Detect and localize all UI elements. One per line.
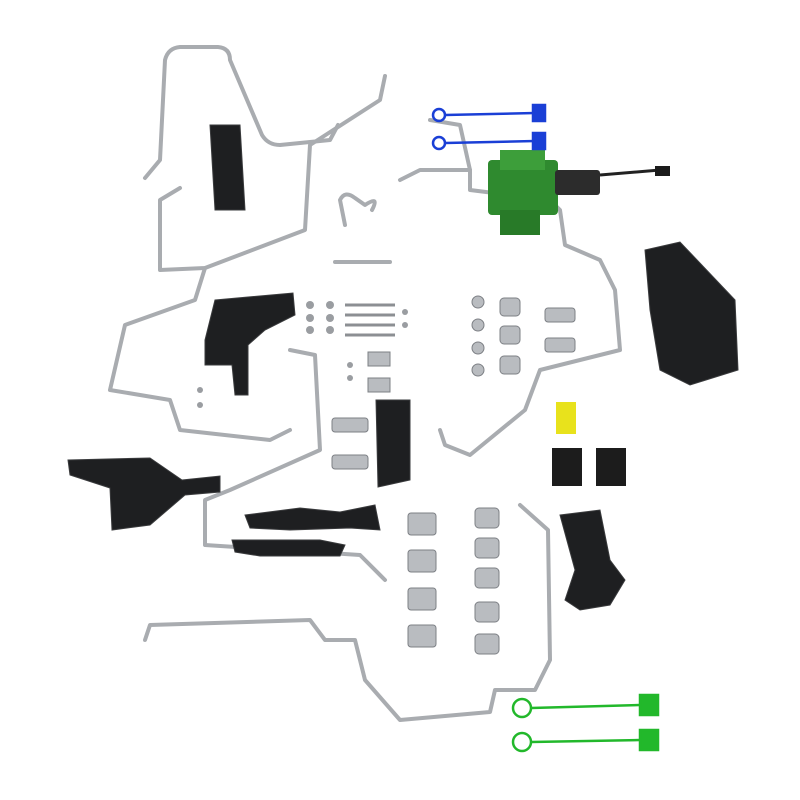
bracket-lever-lower	[231, 539, 346, 557]
bracket-hose-clamp-block	[209, 124, 246, 211]
bracket-right-panel	[644, 241, 739, 386]
brackets	[67, 124, 739, 611]
pipe-bottom-long	[143, 503, 552, 722]
bracket-mount-plate	[67, 457, 221, 531]
hydraulic-lines	[108, 45, 622, 722]
decals	[552, 402, 626, 486]
warning-decal-icon	[556, 402, 576, 434]
blue-dust-cap	[431, 103, 547, 151]
bracket-curved	[204, 292, 296, 396]
pipe-top-long	[158, 74, 387, 272]
control-decal-right	[596, 448, 626, 486]
control-decal-left	[552, 448, 582, 486]
green-dust-cap	[511, 693, 660, 753]
pipe-top-valve	[428, 118, 472, 172]
pipe-hook	[338, 192, 377, 227]
hydraulic-valve-icon	[488, 150, 670, 235]
bracket-lever	[244, 504, 381, 531]
fittings	[197, 295, 576, 655]
pipe-left-long	[108, 266, 292, 442]
pipe-top-left	[143, 45, 340, 180]
pipe-valve-right	[398, 168, 622, 457]
dust-cap-icon	[431, 103, 660, 753]
bracket-channel	[375, 399, 411, 488]
bracket-hanger	[559, 509, 626, 611]
